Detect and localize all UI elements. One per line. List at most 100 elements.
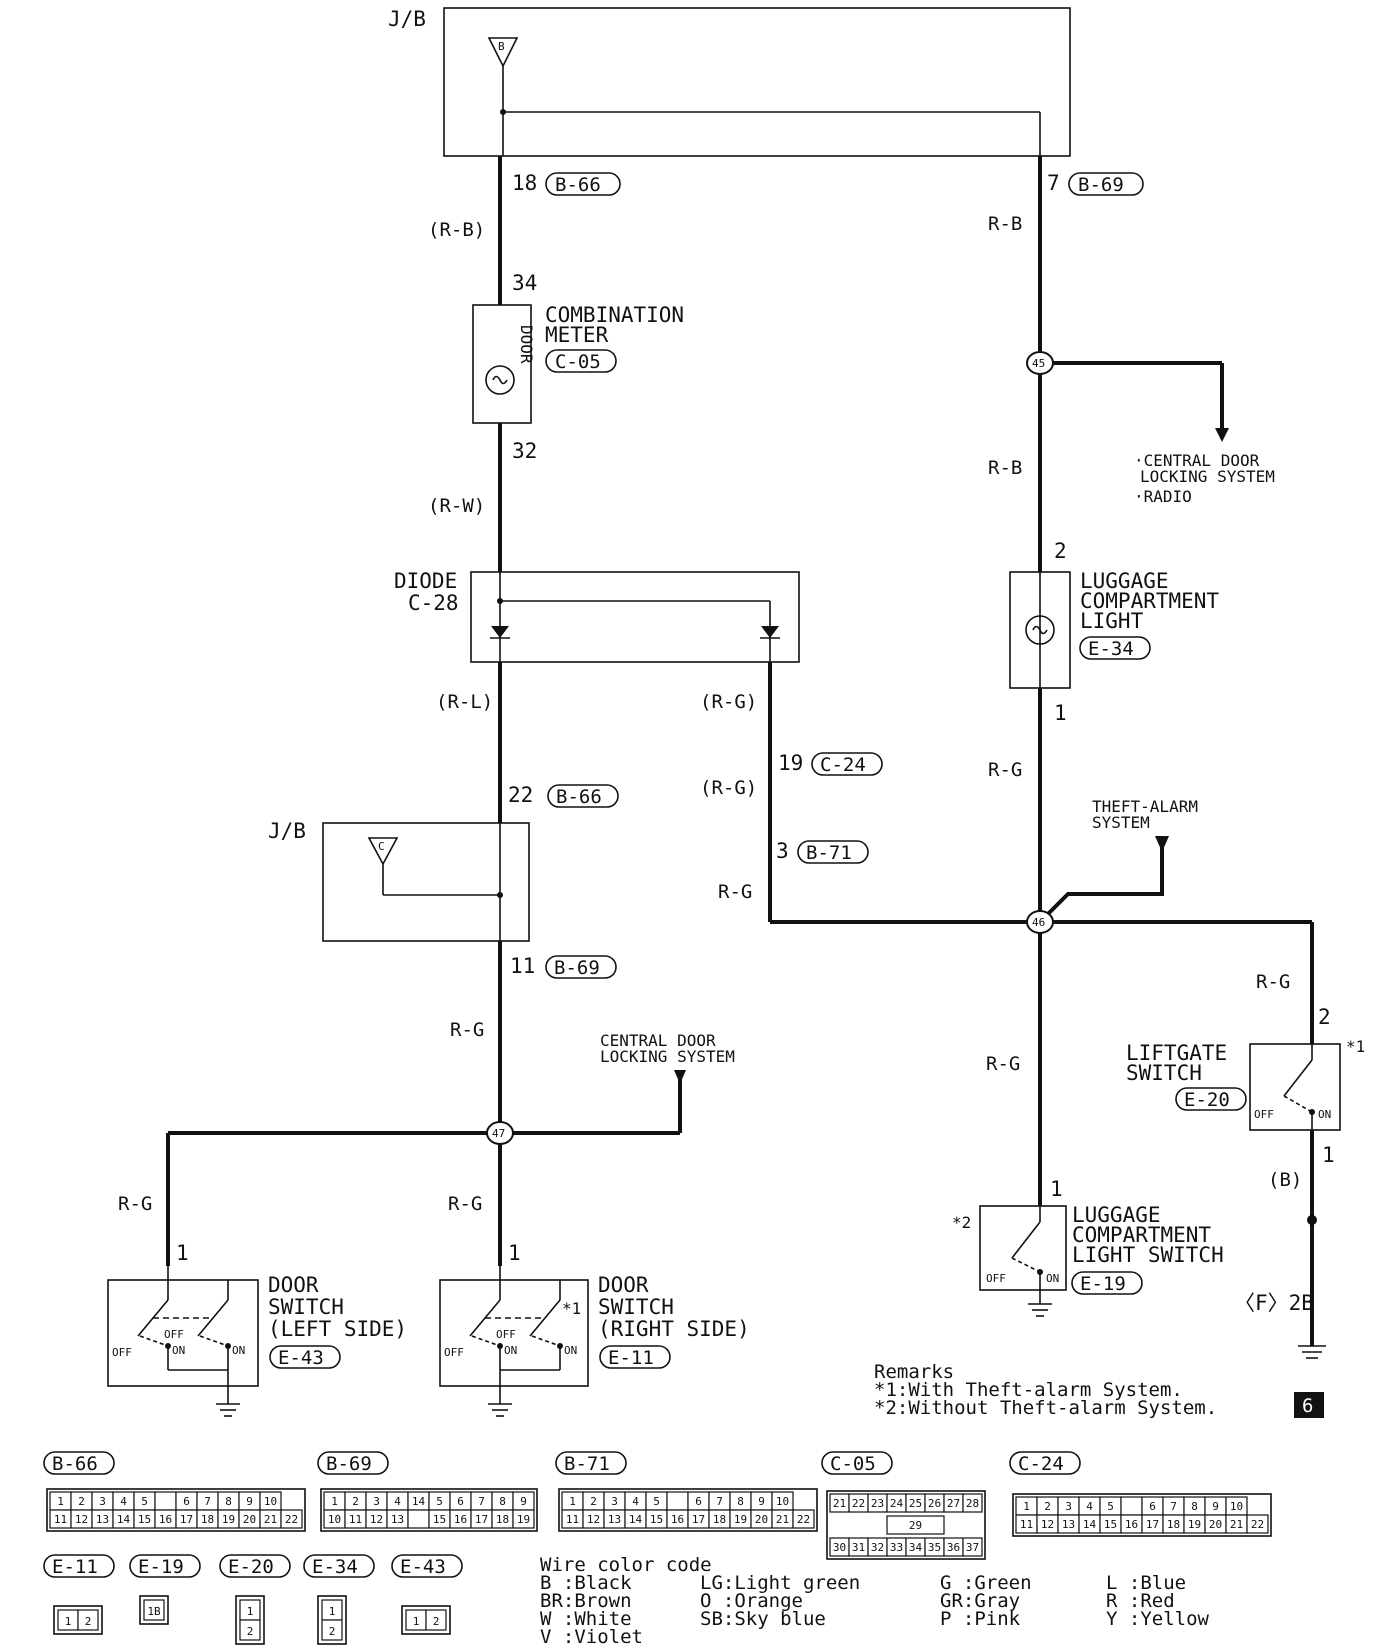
connector-outline [826,1490,986,1560]
luggage-light-pin-bottom: 1 [1054,701,1067,725]
meter-lamp-icon [485,365,515,395]
door-switch-right-icon [469,1266,563,1417]
diode-label-1: DIODE [394,569,457,593]
b71-pin: 3 [776,839,789,863]
connector-pin-label: 1 [247,1605,254,1618]
connector-pin-label: 1 [413,1615,420,1628]
luggage-switch-box [979,1205,1067,1291]
wire-color-code-entry: V :Violet [540,1626,643,1648]
door-left-on1: ON [172,1344,185,1357]
jb-top-label: J/B [388,7,426,31]
door-right-on2: ON [564,1344,577,1357]
connector-pin-label: 3 [611,1495,618,1508]
connector-pin-label: 4 [632,1495,639,1508]
connector-pin-label: 16 [454,1513,467,1526]
connector-pin-label: 16 [671,1513,684,1526]
svg-text:B-66: B-66 [556,786,602,808]
meter-door-text: DOOR [517,325,536,364]
branch-47-line1: CENTRAL DOOR [600,1031,716,1050]
svg-text:6: 6 [1302,1395,1313,1417]
connector-pin-label: 13 [1062,1518,1075,1531]
connector-pin-label: 24 [890,1497,904,1510]
luggage-light-label-1: LUGGAGE [1080,569,1169,593]
connector-pin-label: 22 [797,1513,810,1526]
connector-outline [46,1488,306,1532]
connector-pin-label: 3 [99,1495,106,1508]
connector-pin-label: 14 [117,1513,131,1526]
luggage-switch-label-3: LIGHT SWITCH [1072,1243,1224,1267]
connector-pin-cell [143,1599,165,1621]
connector-pin-label: 20 [1209,1518,1222,1531]
connector-pin-cell [321,1619,343,1641]
ground-ref: 〈F〉2B [1234,1291,1314,1315]
conn-e19-name: E-19 [138,1556,184,1578]
connector-pin-label: 20 [243,1513,256,1526]
connector-outline [317,1595,347,1645]
jb-top-right-pin: 7 [1047,171,1060,195]
connector-pin-label: 2 [433,1615,440,1628]
jb-top-left-pin: 18 [512,171,537,195]
conn-tag-e34: E-34 [1079,636,1151,660]
wire-color-code-title: Wire color code [540,1554,712,1576]
conn-e19: E-19 1B [129,1554,201,1625]
luggage-switch-label-1: LUGGAGE [1072,1203,1161,1227]
conn-e43-name: E-43 [400,1556,446,1578]
connector-pin-label: 12 [75,1513,88,1526]
svg-text:E-11: E-11 [608,1347,654,1369]
jb-mid-terminal-icon: C [367,823,503,941]
remarks-title: Remarks [874,1361,954,1383]
connector-pin-label: 28 [966,1497,979,1510]
conn-tag-c24-wire: C-24 [811,752,883,776]
conn-e20-name: E-20 [228,1556,274,1578]
junction-47: 47 [486,1121,514,1145]
wire-label-rg-paren-2: (R-G) [700,777,757,799]
connector-pin-label: 1 [1023,1500,1030,1513]
connector-pin-label: 20 [755,1513,768,1526]
connector-pin-label: 2 [1044,1500,1051,1513]
diode-label-2: C-28 [408,591,459,615]
luggage-switch-on: ON [1046,1272,1059,1285]
junction-46: 46 [1026,910,1054,934]
door-left-pin: 1 [176,1241,189,1265]
liftgate-label-1: LIFTGATE [1126,1041,1227,1065]
connector-pin-label: 34 [909,1541,923,1554]
connector-pin-label: 1 [331,1495,338,1508]
connector-pin-label: 36 [947,1541,960,1554]
door-right-off1: OFF [444,1346,464,1359]
connector-pin-label: 11 [1020,1518,1033,1531]
connector-pin-label: 15 [138,1513,151,1526]
connector-pin-cell [407,1509,430,1529]
wire-label-rb-right-2: R-B [988,457,1022,479]
luggage-switch-label-2: COMPARTMENT [1072,1223,1211,1247]
conn-tag-e43: E-43 [269,1345,341,1369]
connector-pin-label: 7 [204,1495,211,1508]
jb-top-box [443,7,1071,157]
connector-pin-label: 35 [928,1541,941,1554]
svg-text:45: 45 [1032,357,1045,370]
connector-pin-label: 21 [1230,1518,1243,1531]
door-left-label-1: DOOR [268,1273,319,1297]
connector-pin-label: 12 [587,1513,600,1526]
luggage-switch-pin: 1 [1050,1177,1063,1201]
jb-mid-box [322,822,530,942]
connector-pin-label: 19 [222,1513,235,1526]
connector-pin-cell [77,1609,99,1631]
connector-pin-label: 11 [54,1513,67,1526]
door-left-off1: OFF [112,1346,132,1359]
connector-pin-label: 19 [1188,1518,1201,1531]
connector-outline [401,1605,451,1635]
wire-label-rg-mid: R-G [718,881,752,903]
svg-text:E-34: E-34 [1088,638,1134,660]
connector-pin-label: 6 [1149,1500,1156,1513]
meter-pin-bottom: 32 [512,439,537,463]
connector-pin-label: 3 [1065,1500,1072,1513]
connector-pin-label: 9 [1212,1500,1219,1513]
connector-pin-label: 14 [412,1495,426,1508]
connector-pin-label: 12 [1041,1518,1054,1531]
connector-pin-label: 6 [457,1495,464,1508]
connector-pin-label: 2 [352,1495,359,1508]
svg-text:B-69: B-69 [554,957,600,979]
